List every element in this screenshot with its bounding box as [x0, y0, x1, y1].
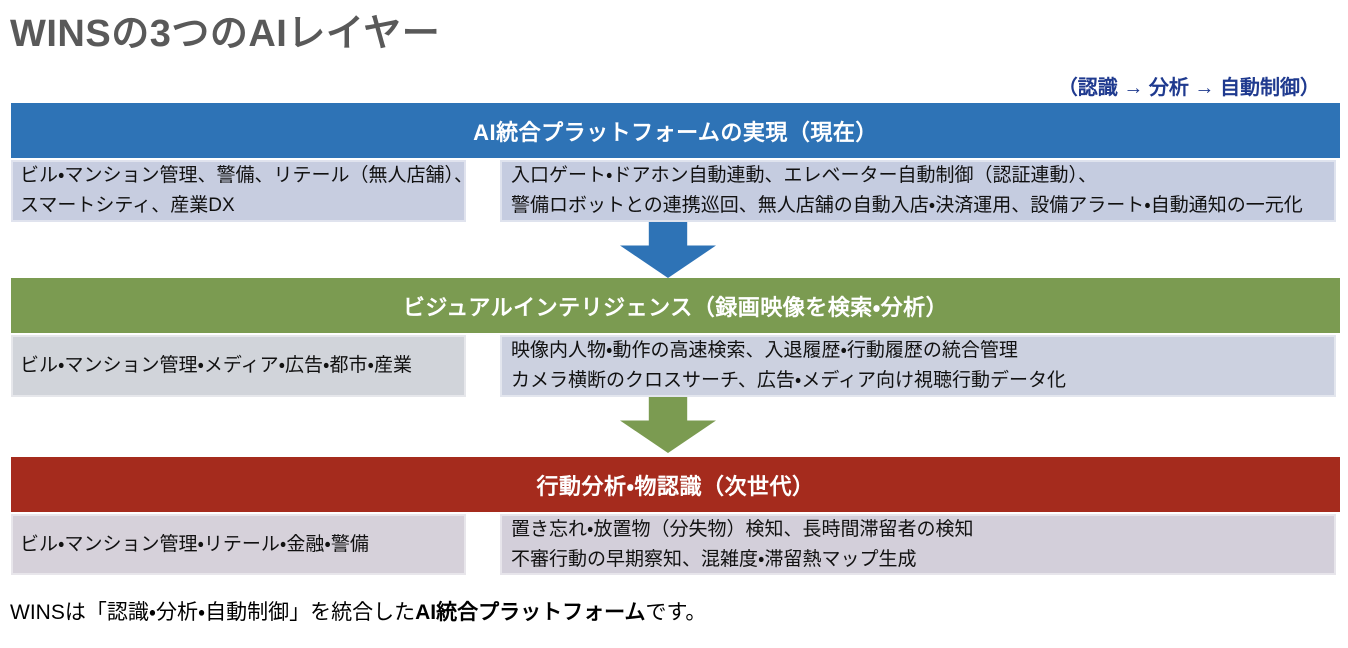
usecase-line: スマートシティ、産業DX [20, 195, 235, 216]
banner-ai-platform-label: AI統合プラットフォームの実現（現在） [473, 119, 878, 145]
usecase-line: ビル・マンション管理、警備、リテール（無人店舗）、 [20, 165, 466, 186]
capability-line: 映像内人物・動作の高速検索、入退履歴・行動履歴の統合管理 [511, 340, 1018, 361]
flow-sequence-note: （認識 → 分析 → 自動制御） [1057, 77, 1320, 99]
usecase-line: ビル・マンション管理・リテール・金融・警備 [20, 533, 369, 555]
visual-intelligence-capabilities-cell: 映像内人物・動作の高速検索、入退履歴・行動履歴の統合管理 カメラ横断のクロスサー… [500, 335, 1336, 397]
page-title: WINSの3つのAIレイヤー [10, 13, 441, 55]
capability-line: 警備ロボットとの連携巡回、無人店舗の自動入店・決済運用、設備アラート・自動通知の… [511, 195, 1303, 216]
banner-ai-platform: AI統合プラットフォームの実現（現在） [11, 103, 1340, 158]
capability-line: 不審行動の早期察知、混雑度・滞留熱マップ生成 [511, 548, 917, 570]
capability-line: 置き忘れ・放置物（分失物）検知、長時間滞留者の検知 [511, 518, 974, 540]
down-arrow-icon [620, 222, 716, 278]
behavior-analysis-capabilities-cell: 置き忘れ・放置物（分失物）検知、長時間滞留者の検知 不審行動の早期察知、混雑度・… [500, 514, 1336, 575]
summary-text: WINSは「認識・分析・自動制御」を統合したAI統合プラットフォームです。 [10, 596, 706, 626]
summary-suffix: です。 [645, 601, 707, 624]
summary-highlight: AI統合プラットフォーム [415, 601, 646, 624]
ai-platform-usecases-cell: ビル・マンション管理、警備、リテール（無人店舗）、 スマートシティ、産業DX [11, 160, 466, 222]
capability-line: 入口ゲート・ドアホン自動連動、エレベーター自動制御（認証連動）、 [511, 165, 1097, 186]
usecase-line: ビル・マンション管理・メディア・広告・都市・産業 [20, 355, 412, 376]
banner-visual-intelligence-label: ビジュアルインテリジェンス（録画映像を検索・分析） [402, 294, 949, 320]
banner-behavior-analysis-label: 行動分析・物認識（次世代） [536, 473, 815, 499]
visual-intelligence-usecases-cell: ビル・マンション管理・メディア・広告・都市・産業 [11, 335, 466, 397]
banner-visual-intelligence: ビジュアルインテリジェンス（録画映像を検索・分析） [11, 278, 1340, 333]
behavior-analysis-usecases-cell: ビル・マンション管理・リテール・金融・警備 [11, 514, 466, 575]
down-arrow-icon [620, 397, 716, 453]
ai-platform-capabilities-cell: 入口ゲート・ドアホン自動連動、エレベーター自動制御（認証連動）、 警備ロボットと… [500, 160, 1336, 222]
banner-behavior-analysis: 行動分析・物認識（次世代） [11, 457, 1340, 512]
summary-prefix: WINSは「認識・分析・自動制御」を統合した [10, 601, 416, 624]
capability-line: カメラ横断のクロスサーチ、広告・メディア向け視聴行動データ化 [511, 370, 1066, 391]
